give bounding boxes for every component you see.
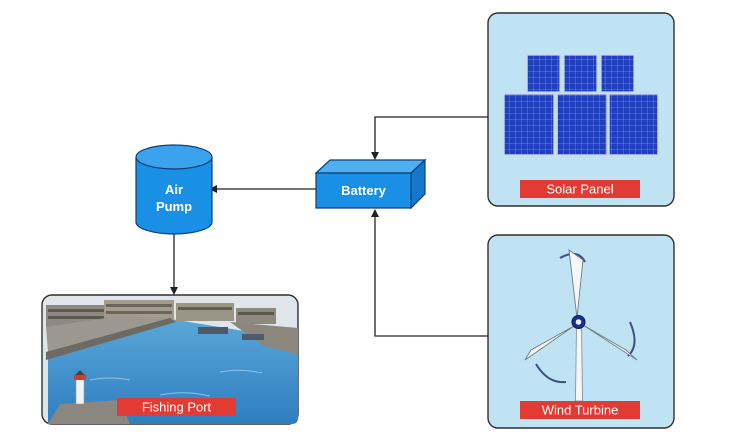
fishing-port-label: Fishing Port	[117, 398, 236, 416]
fishing-port-box: Fishing Port	[41, 294, 299, 425]
solar-panel-label: Solar Panel	[520, 180, 640, 198]
air-pump-node: Air Pump	[135, 144, 213, 235]
wind-turbine-box: Wind Turbine	[487, 234, 675, 429]
solar-panel-label-text: Solar Panel	[546, 182, 613, 197]
fishing-port-illustration	[46, 300, 298, 424]
connector-battery-to-pump	[209, 185, 316, 193]
wind-turbine-label: Wind Turbine	[520, 401, 640, 419]
solar-panel-box: Solar Panel	[487, 12, 675, 207]
connector-pump-to-port	[170, 234, 178, 295]
wind-turbine-label-text: Wind Turbine	[542, 403, 619, 418]
fishing-port-label-text: Fishing Port	[142, 400, 212, 415]
solar-panel-icon	[503, 54, 659, 156]
battery-label: Battery	[341, 183, 387, 198]
connector-solar-to-battery	[371, 116, 488, 160]
battery-node: Battery	[314, 158, 427, 210]
wind-turbine-icon	[524, 249, 638, 402]
air-pump-label-line1: Air	[165, 182, 183, 197]
air-pump-label-line2: Pump	[156, 199, 192, 214]
connector-wind-to-battery	[371, 209, 488, 337]
